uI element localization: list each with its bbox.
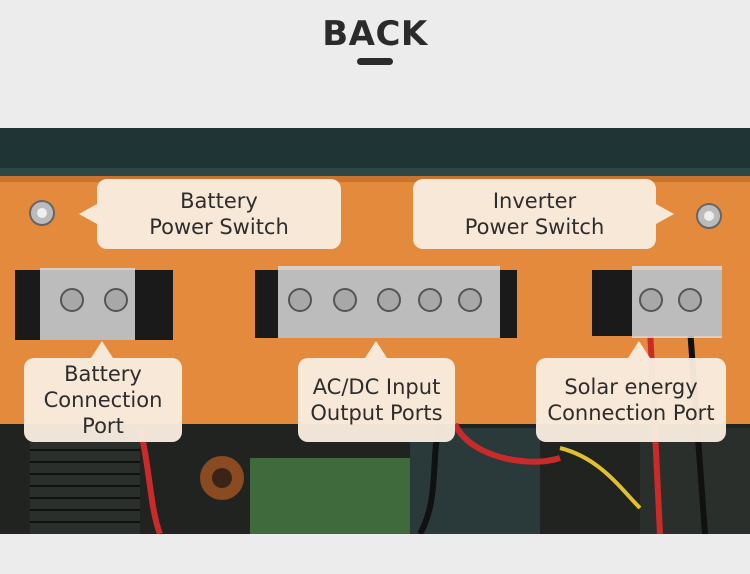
callout-pointer	[628, 341, 650, 358]
callout-acdc-ports-line2: Output Ports	[310, 401, 443, 425]
callout-pointer	[91, 341, 113, 358]
bottom-band	[0, 534, 750, 574]
callout-battery-power-switch: Battery Power Switch	[97, 179, 341, 249]
callout-solar-connection-port: Solar energy Connection Port	[536, 358, 726, 442]
callout-battery-connection-port-line2: Connection	[43, 388, 163, 412]
callout-acdc-ports-line1: AC/DC Input	[312, 375, 441, 399]
page-title: BACK	[322, 14, 428, 54]
callout-battery-power-switch-line2: Power Switch	[149, 215, 289, 239]
callout-battery-connection-port-line3: Port	[82, 414, 124, 438]
callout-acdc-ports: AC/DC Input Output Ports	[298, 358, 455, 442]
callout-pointer	[79, 204, 97, 224]
callout-inverter-power-switch: Inverter Power Switch	[413, 179, 656, 249]
callout-battery-connection-port-line1: Battery	[64, 362, 142, 386]
callout-battery-connection-port: Battery Connection Port	[24, 358, 182, 442]
callout-inverter-power-switch-line1: Inverter	[492, 189, 577, 213]
callout-solar-connection-port-line2: Connection Port	[547, 401, 715, 425]
callout-pointer	[365, 341, 387, 358]
callout-inverter-power-switch-line2: Power Switch	[464, 215, 605, 239]
callout-solar-connection-port-line1: Solar energy	[564, 375, 698, 399]
title-underline	[357, 58, 393, 65]
callout-battery-power-switch-line1: Battery	[180, 189, 258, 213]
callout-pointer	[656, 204, 674, 224]
